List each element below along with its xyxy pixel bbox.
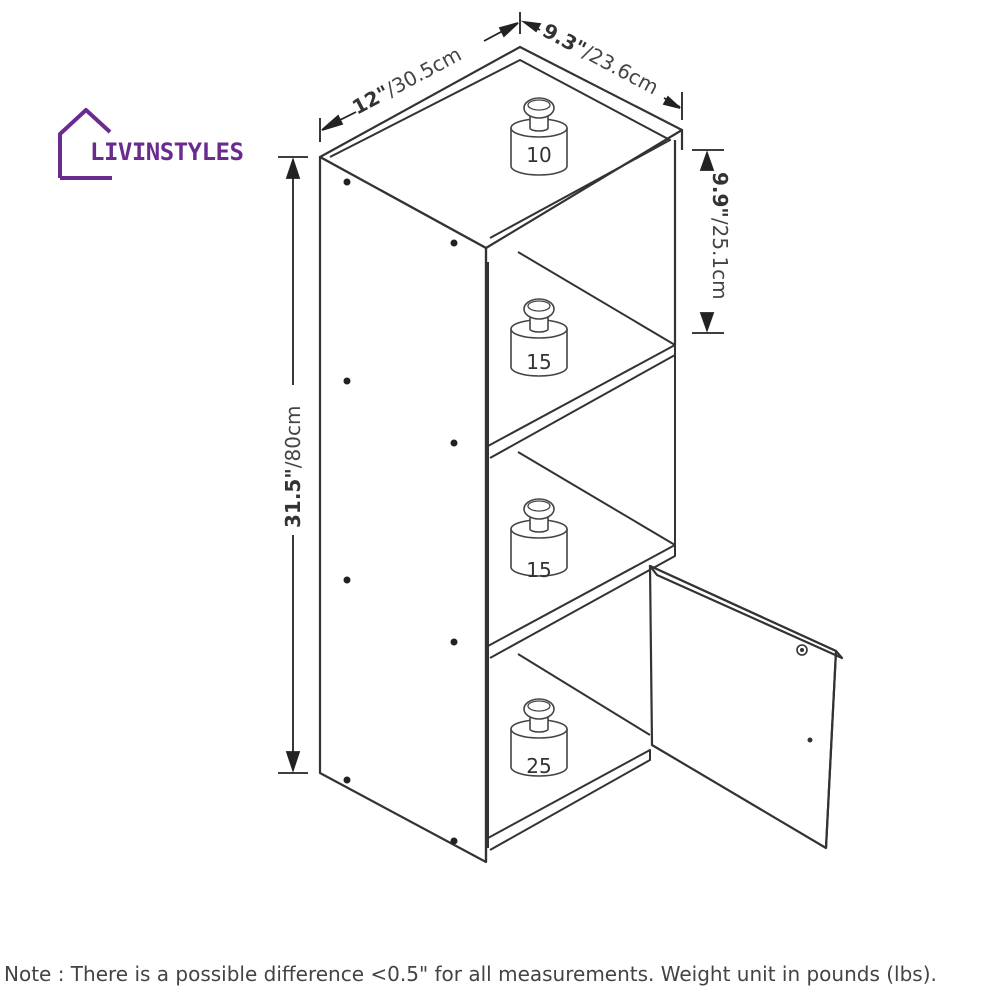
cabinet-interior	[329, 59, 676, 851]
weight-bottom: 25	[510, 698, 568, 778]
weight-top: 10	[510, 97, 568, 176]
cabinet-door	[648, 564, 844, 850]
dim-height-label: 31.5"/80cm	[281, 406, 305, 528]
dimension-lines	[278, 12, 724, 774]
weight-shelf-upper-label: 15	[526, 350, 551, 374]
weight-shelf-middle-label: 15	[526, 558, 551, 582]
cabinet	[318, 45, 684, 864]
dim-shelf-label: 9.9"/25.1cm	[708, 172, 732, 300]
brand-logo: LIVINSTYLES	[52, 104, 252, 184]
weight-shelf-middle: 15	[510, 498, 568, 582]
dim-height-cm: /80cm	[281, 406, 305, 469]
side-panel-screws	[343, 178, 458, 845]
dim-shelf-cm: /25.1cm	[708, 218, 732, 300]
brand-name: LIVINSTYLES	[90, 138, 244, 166]
dim-shelf-in: 9.9"	[708, 172, 732, 218]
svg-text:9.9"/25.1cm: 9.9"/25.1cm	[708, 172, 732, 300]
house-icon	[58, 108, 112, 180]
svg-text:31.5"/80cm: 31.5"/80cm	[281, 406, 305, 528]
dim-height-in: 31.5"	[281, 468, 305, 528]
weight-bottom-label: 25	[526, 754, 551, 778]
weight-top-label: 10	[526, 143, 551, 167]
door-knob-icon	[807, 737, 813, 743]
measurement-note: Note : There is a possible difference <0…	[4, 962, 937, 986]
weight-shelf-upper: 15	[510, 298, 568, 377]
cabinet-left-side	[318, 155, 488, 864]
